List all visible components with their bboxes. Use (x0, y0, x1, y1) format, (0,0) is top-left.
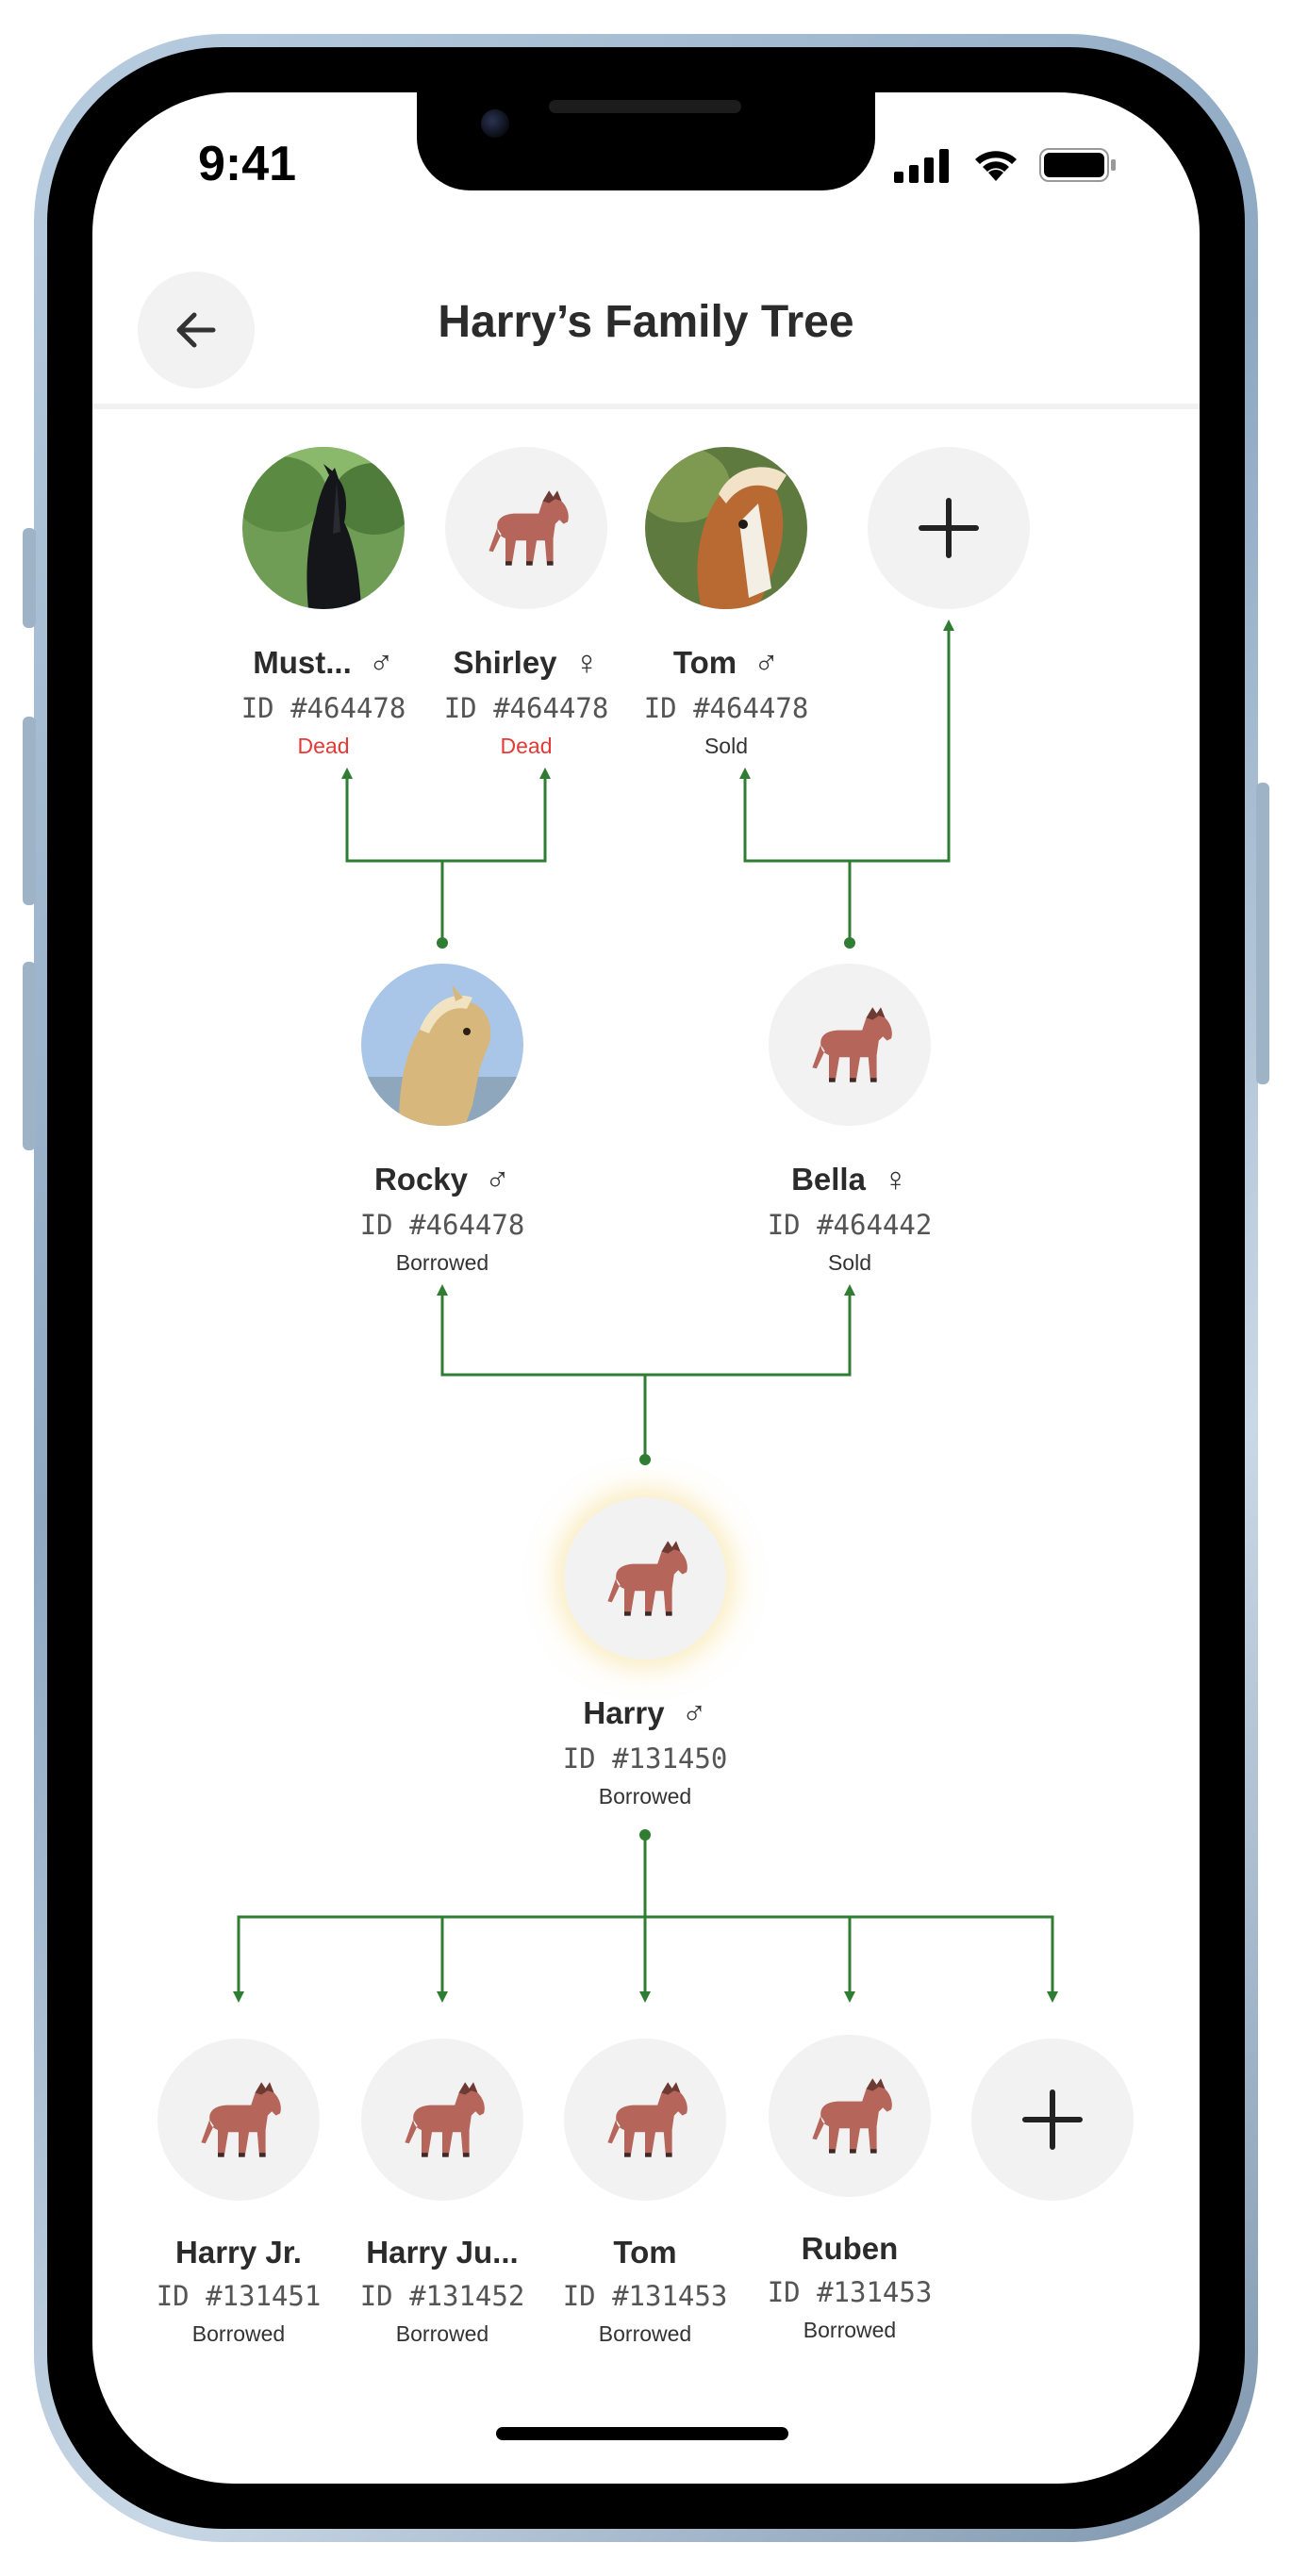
status-badge: Borrowed (191, 2321, 286, 2346)
page-title: Harry’s Family Tree (438, 297, 854, 347)
horse-id: ID #131452 (359, 2280, 525, 2312)
horse-id: ID #464442 (767, 1209, 933, 1241)
horse-id: ID #131450 (562, 1742, 728, 1775)
avatar (769, 964, 931, 1126)
tree-node-parent[interactable]: Bella ♀ ID #464442 Sold (727, 964, 972, 1276)
horse-name: Tom (672, 645, 737, 680)
volume-down-button (23, 962, 36, 1150)
horse-name: Harry (583, 1695, 665, 1730)
tree-node-child[interactable]: Harry Ju... ID #131452 Borrowed (320, 2039, 565, 2347)
add-grandparent-node[interactable] (826, 447, 1071, 609)
tree-node-grandparent[interactable]: Shirley ♀ ID #464478 Dead (404, 447, 649, 759)
avatar (769, 2035, 931, 2197)
signal-icon (894, 149, 949, 183)
horse-id: ID #131453 (562, 2280, 728, 2312)
header: Harry’s Family Tree (92, 234, 1200, 409)
male-icon: ♂ (681, 1693, 707, 1732)
chestnut-horse-photo (645, 447, 807, 609)
horse-id: ID #131453 (767, 2276, 933, 2308)
horse-icon (390, 2068, 494, 2171)
horse-name: Bella (791, 1162, 866, 1197)
back-button[interactable] (138, 272, 255, 388)
status-icons (894, 147, 1117, 183)
plus-icon (919, 498, 979, 558)
avatar (157, 2039, 320, 2201)
horse-id: ID #464478 (359, 1209, 525, 1241)
tree-node-child[interactable]: Tom ID #131453 Borrowed (522, 2039, 768, 2347)
status-badge: Borrowed (803, 2318, 897, 2342)
horse-id: ID #131451 (156, 2280, 322, 2312)
home-indicator[interactable] (496, 2427, 788, 2440)
male-icon: ♂ (485, 1160, 511, 1198)
horse-id: ID #464478 (240, 692, 406, 724)
female-icon: ♀ (882, 1160, 908, 1198)
horse-icon (187, 2068, 290, 2171)
notch (417, 92, 875, 190)
tree-connectors (233, 619, 1058, 2003)
status-badge: Borrowed (598, 1784, 692, 1808)
horse-icon (593, 1527, 697, 1630)
male-icon: ♂ (368, 643, 394, 682)
avatar (445, 447, 607, 609)
horse-name: Tom (613, 2235, 677, 2270)
female-icon: ♀ (573, 643, 600, 682)
speaker (549, 100, 741, 113)
mute-switch (23, 528, 36, 628)
horse-id: ID #464478 (643, 692, 809, 724)
tree-node-grandparent[interactable]: Tom ♂ ID #464478 Sold (604, 447, 849, 759)
battery-icon (1039, 148, 1116, 182)
wifi-icon (975, 151, 1017, 181)
horse-icon (593, 2068, 697, 2171)
tree-node-parent[interactable]: Rocky ♂ ID #464478 Borrowed (320, 964, 565, 1276)
avatar (645, 447, 807, 609)
tree-node-child[interactable]: Harry Jr. ID #131451 Borrowed (116, 2039, 361, 2347)
avatar (564, 2039, 726, 2201)
avatar (361, 2039, 523, 2201)
status-badge: Borrowed (395, 2321, 489, 2346)
avatar (242, 447, 405, 609)
volume-up-button (23, 717, 36, 905)
arrow-left-icon (176, 312, 216, 348)
add-grandparent-button[interactable] (868, 447, 1030, 609)
status-badge: Dead (500, 734, 553, 758)
horse-icon (474, 476, 578, 580)
tree-node-child[interactable]: Ruben ID #131453 Borrowed (727, 2035, 972, 2343)
horse-id: ID #464478 (443, 692, 609, 724)
tree-node-subject[interactable]: Harry ♂ ID #131450 Borrowed (522, 1497, 768, 1809)
status-badge: Sold (704, 734, 749, 758)
power-button (1256, 783, 1269, 1084)
add-child-node[interactable] (930, 2039, 1175, 2201)
male-icon: ♂ (754, 643, 780, 682)
avatar (564, 1497, 726, 1660)
horse-name: Shirley (453, 645, 557, 680)
add-child-button[interactable] (971, 2039, 1134, 2201)
avatar (361, 964, 523, 1126)
status-badge: Borrowed (395, 1250, 489, 1275)
status-time: 9:41 (198, 137, 297, 191)
status-badge: Sold (827, 1250, 872, 1275)
horse-icon (798, 2064, 902, 2168)
horse-name: Ruben (801, 2231, 899, 2266)
palomino-horse-photo (361, 964, 523, 1126)
plus-icon (1022, 2089, 1083, 2150)
horse-icon (798, 993, 902, 1097)
black-horse-photo (242, 447, 405, 609)
horse-name: Must... (253, 645, 352, 680)
status-badge: Borrowed (598, 2321, 692, 2346)
status-badge: Dead (297, 734, 350, 758)
front-camera (481, 109, 509, 138)
horse-name: Harry Jr. (175, 2235, 302, 2270)
tree-node-grandparent[interactable]: Must... ♂ ID #464478 Dead (201, 447, 446, 759)
screen: 9:41 Harry’s Family Tree (92, 92, 1200, 2484)
horse-name: Rocky (373, 1162, 469, 1197)
horse-name: Harry Ju... (366, 2235, 519, 2270)
